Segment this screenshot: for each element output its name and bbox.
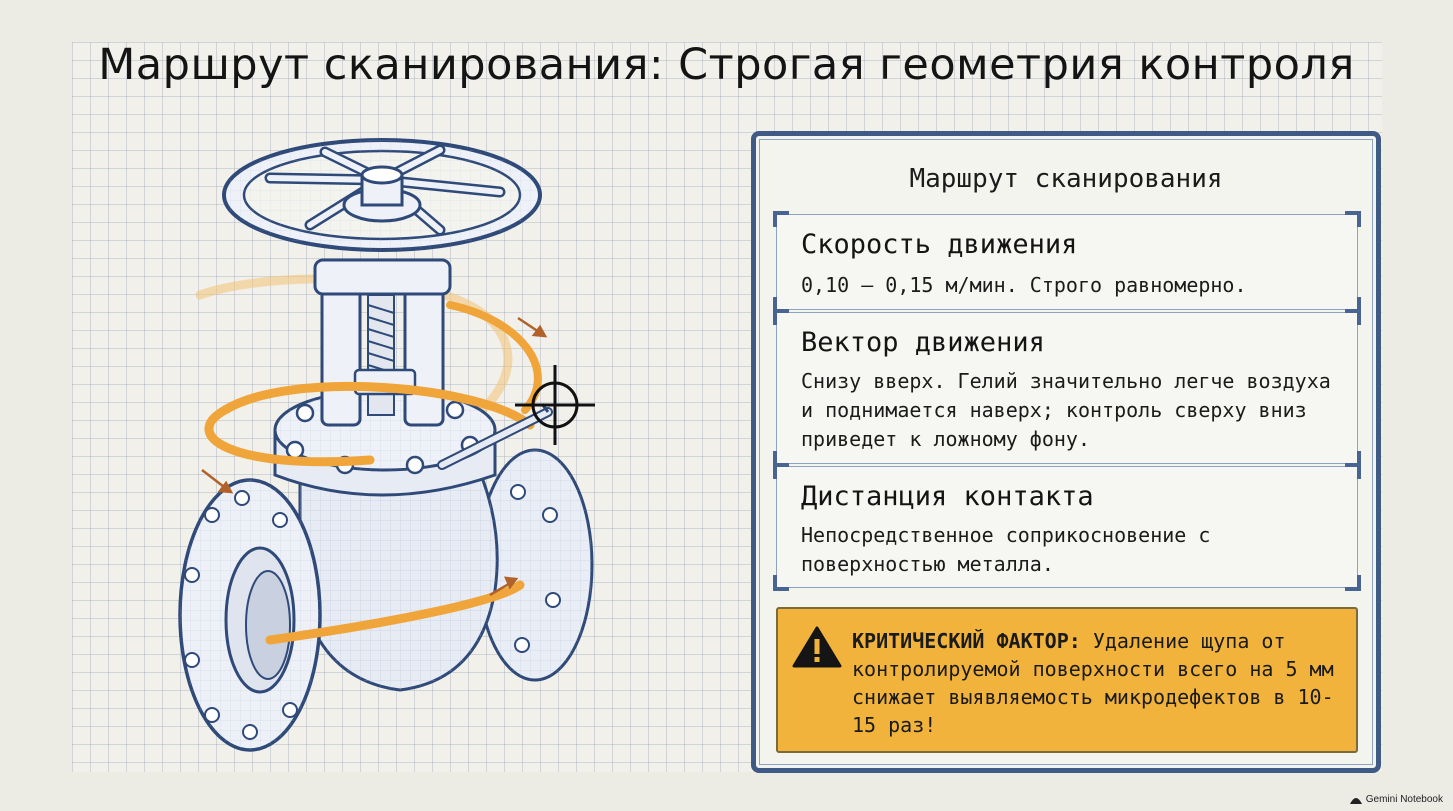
- card-heading: Дистанция контакта: [801, 481, 1094, 512]
- critical-factor-body: Удаление щупа от контролируемой поверхно…: [852, 629, 1334, 737]
- page-title: Маршрут сканирования: Строгая геометрия …: [98, 40, 1355, 90]
- valve-illustration: [178, 138, 595, 752]
- critical-factor-label: КРИТИЧЕСКИЙ ФАКТОР:: [852, 629, 1081, 653]
- card-speed: Скорость движения 0,10 — 0,15 м/мин. Стр…: [773, 211, 1361, 313]
- direction-arrows: [201, 316, 548, 597]
- scan-path-middle: [204, 381, 535, 467]
- right-flange: [476, 448, 594, 682]
- scan-path-front: [265, 580, 525, 645]
- gemini-logo-icon: [1349, 797, 1362, 804]
- critical-factor-box: КРИТИЧЕСКИЙ ФАКТОР: Удаление щупа от кон…: [776, 607, 1358, 753]
- critical-factor-text: КРИТИЧЕСКИЙ ФАКТОР: Удаление щупа от кон…: [852, 627, 1344, 739]
- valve-yoke: [313, 258, 452, 427]
- card-heading: Вектор движения: [801, 327, 1045, 358]
- card-text: Непосредственное соприкосновение с повер…: [801, 523, 1211, 576]
- card-text: Снизу вверх. Гелий значительно легче воз…: [801, 369, 1331, 451]
- card-contact-distance: Дистанция контакта Непосредственное сопр…: [773, 463, 1361, 591]
- scan-route-panel: Маршрут сканирования Скорость движения 0…: [751, 131, 1381, 773]
- warning-triangle-icon: [792, 626, 842, 668]
- card-text: 0,10 — 0,15 м/мин. Строго равномерно.: [801, 273, 1247, 297]
- brand-name: Gemini Notebook: [1365, 794, 1443, 805]
- card-heading: Скорость движения: [801, 229, 1078, 260]
- footer-brand: Gemini Notebook: [1349, 794, 1443, 805]
- target-crosshair-icon: [515, 365, 595, 445]
- panel-title: Маршрут сканирования: [909, 164, 1223, 194]
- left-flange: [178, 478, 322, 752]
- card-direction: Вектор движения Снизу вверх. Гелий значи…: [773, 309, 1361, 467]
- handwheel: [222, 138, 542, 252]
